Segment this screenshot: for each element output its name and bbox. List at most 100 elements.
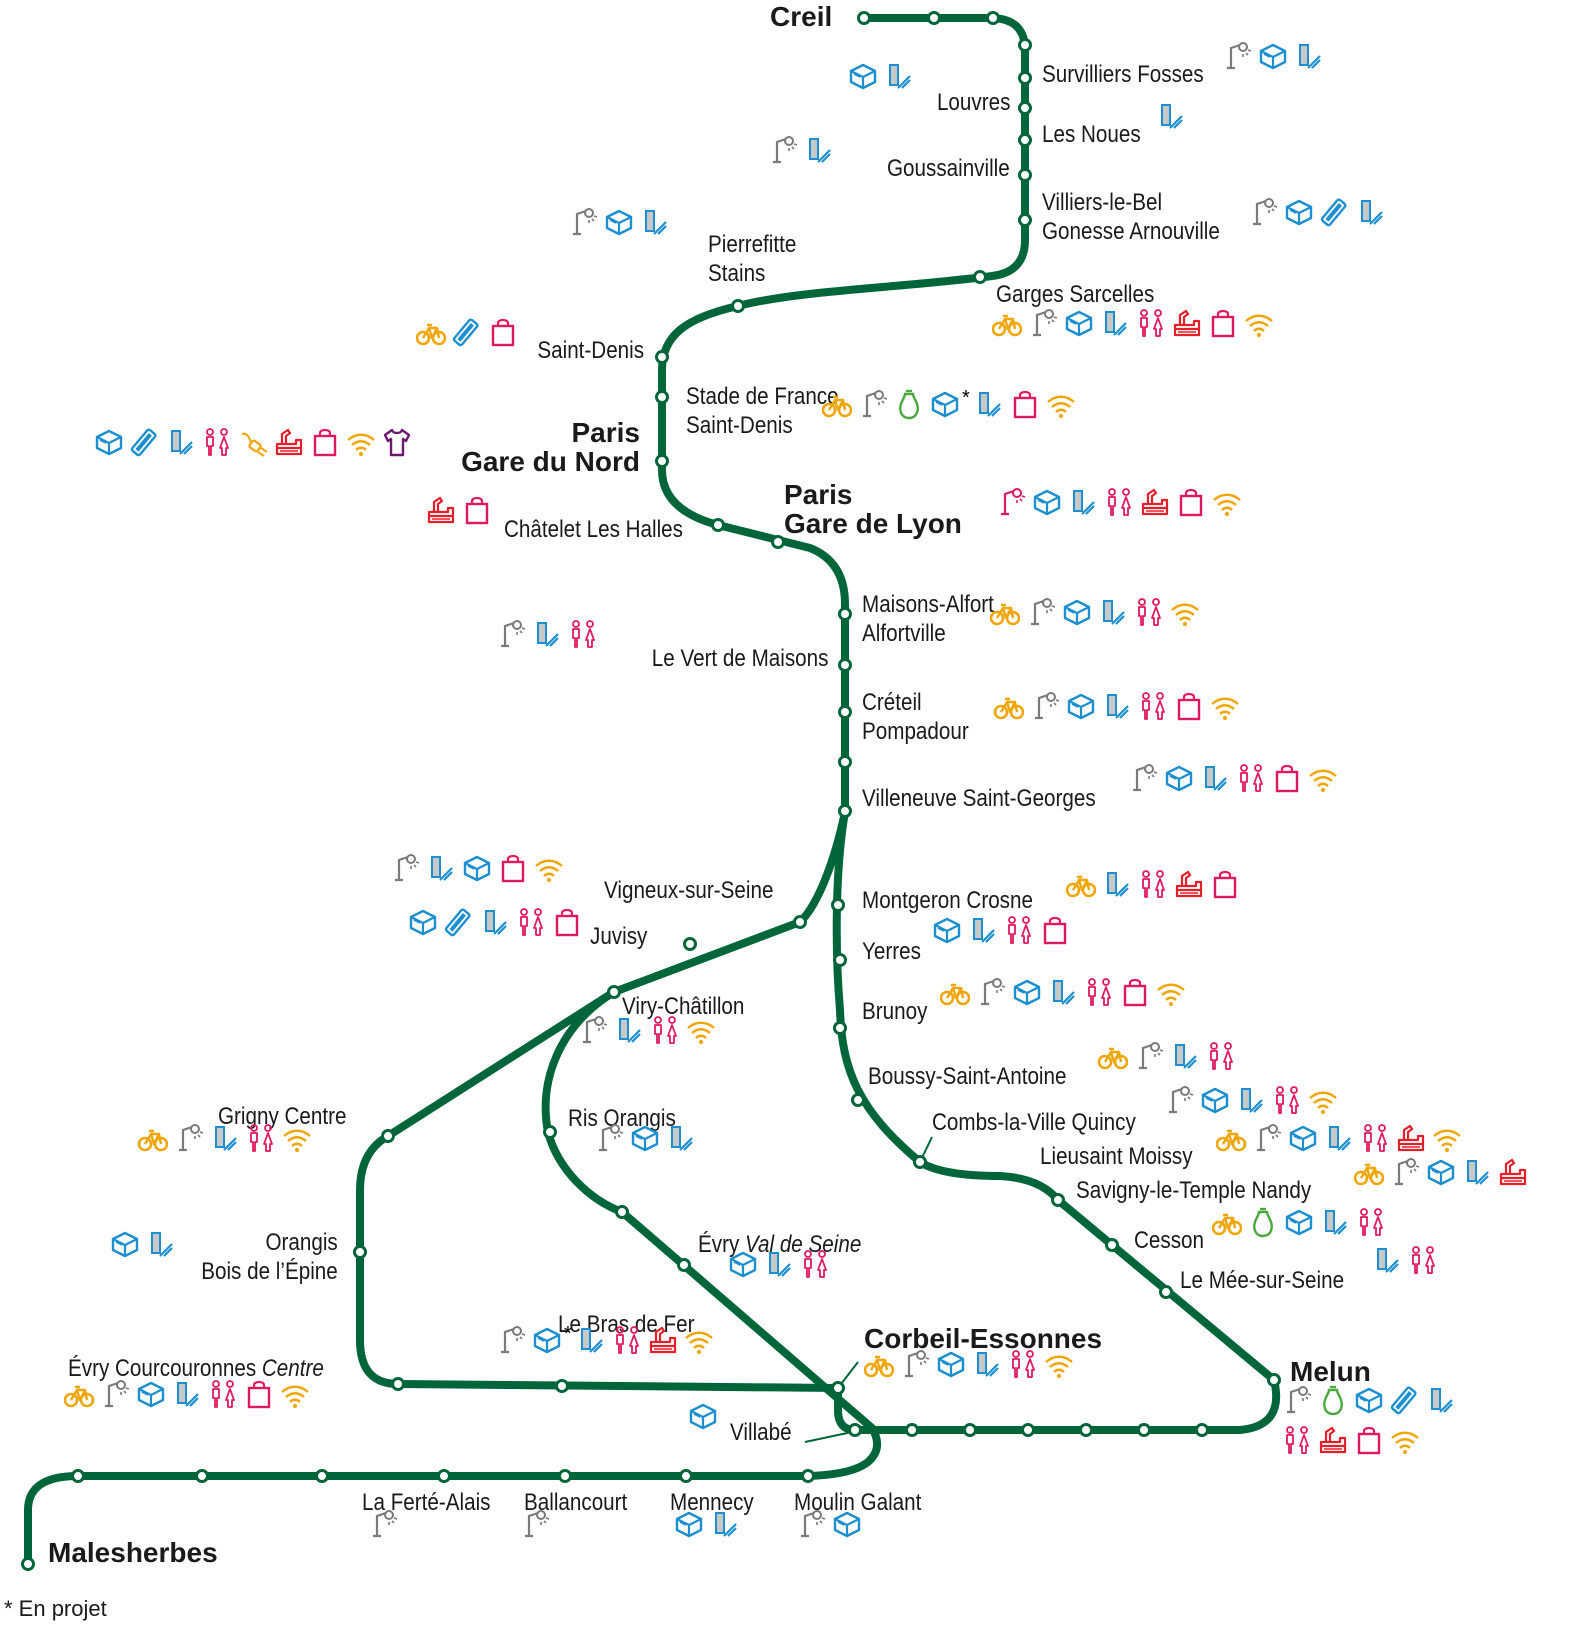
bike-icon: [1216, 1122, 1246, 1154]
station-label-saintdenis[interactable]: Saint-Denis: [537, 336, 644, 365]
station-stop: [848, 1423, 862, 1437]
food-icon: [1174, 868, 1204, 900]
station-label-viry[interactable]: Viry-Châtillon: [622, 992, 744, 1021]
station-label-mennecy[interactable]: Mennecy: [670, 1488, 754, 1517]
station-label-brasdefer[interactable]: Le Bras de Fer: [558, 1310, 695, 1339]
locker-icon: [94, 426, 124, 458]
station-label-brunoy[interactable]: Brunoy: [862, 997, 927, 1026]
station-label-vigneux[interactable]: Vigneux-sur-Seine: [604, 876, 773, 905]
ticket-icon: [614, 1014, 644, 1046]
station-name: Alfortville: [862, 620, 946, 647]
station-label-grigny[interactable]: Grigny Centre: [218, 1102, 346, 1131]
station-stop: [683, 937, 697, 951]
shelter-icon: [496, 618, 526, 650]
station-stop: [905, 1423, 919, 1437]
station-name: Vigneux-sur-Seine: [604, 877, 774, 904]
food-icon: [274, 426, 304, 458]
locker-icon: [630, 1122, 660, 1154]
wifi-icon: [1244, 307, 1274, 339]
shop-icon: [1210, 868, 1240, 900]
shop-icon: [1176, 486, 1206, 518]
station-label-juvisy[interactable]: Juvisy: [590, 922, 647, 951]
station-label-lesnoues[interactable]: Les Noues: [1042, 120, 1141, 149]
station-stop: [543, 1125, 557, 1139]
locker-icon: [1032, 486, 1062, 518]
station-label-montgeron[interactable]: Montgeron Crosne: [862, 886, 1033, 915]
station-label-survilliers[interactable]: Survilliers Fosses: [1042, 60, 1204, 89]
wc-icon: [1282, 1424, 1312, 1456]
shelter-icon: [1026, 596, 1056, 628]
station-label-laferte[interactable]: La Ferté-Alais: [362, 1488, 490, 1517]
shop-icon: [1272, 762, 1302, 794]
station-stop: [771, 535, 785, 549]
wifi-icon: [1044, 1348, 1074, 1380]
station-label-goussainville[interactable]: Goussainville: [887, 154, 1010, 183]
wc-icon: [800, 1248, 830, 1280]
station-name: Creil: [770, 1, 833, 32]
station-label-evry_cc[interactable]: Évry Courcouronnes Centre: [68, 1354, 324, 1383]
station-label-lemee[interactable]: Le Mée-sur-Seine: [1180, 1266, 1344, 1295]
wc-icon: [1236, 762, 1266, 794]
locker-icon: [462, 852, 492, 884]
station-label-creil[interactable]: Creil: [770, 2, 832, 31]
bike-icon: [64, 1378, 94, 1410]
station-label-cesson[interactable]: Cesson: [1134, 1226, 1204, 1255]
station-stop: [793, 915, 807, 929]
shelter-icon: [594, 1122, 624, 1154]
station-name: Montgeron Crosne: [862, 887, 1033, 914]
wc-icon: [1008, 1348, 1038, 1380]
locker-icon: [1066, 690, 1096, 722]
station-label-malesherbes[interactable]: Malesherbes: [48, 1538, 218, 1567]
station-amenities: [864, 1348, 1080, 1380]
station-amenities: [64, 1378, 316, 1410]
locker-icon: [1200, 1084, 1230, 1116]
station-stop: [391, 1377, 405, 1391]
station-stop: [1159, 1285, 1173, 1299]
station-label-lieusaint[interactable]: Lieusaint Moissy: [1040, 1142, 1193, 1171]
station-stop: [833, 953, 847, 967]
station-label-villabe[interactable]: Villabé: [730, 1418, 792, 1447]
ticket-icon: [480, 906, 510, 938]
ticket-icon: [1100, 307, 1130, 339]
ticket-icon: [884, 60, 914, 92]
food-icon: [1140, 486, 1170, 518]
station-label-garges[interactable]: Garges Sarcelles: [996, 280, 1154, 309]
station-label-louvres[interactable]: Louvres: [937, 88, 1010, 117]
track-grigny-branch: [356, 988, 842, 1392]
station-label-melun[interactable]: Melun: [1290, 1357, 1371, 1386]
wifi-icon: [1308, 762, 1338, 794]
lamp-pink-icon: [996, 486, 1026, 518]
station-label-vert[interactable]: Le Vert de Maisons: [651, 644, 828, 673]
station-stop: [655, 390, 669, 404]
station-stop: [986, 11, 1000, 25]
station-label-savigny[interactable]: Savigny-le-Temple Nandy: [1076, 1176, 1311, 1205]
wifi-icon: [1390, 1424, 1420, 1456]
station-stop: [857, 11, 871, 25]
wifi-icon: [686, 1014, 716, 1046]
station-label-ris[interactable]: Ris Orangis: [568, 1104, 676, 1133]
station-label-evry_vs[interactable]: Évry Val de Seine: [698, 1230, 861, 1259]
station-label-villeneuve[interactable]: Villeneuve Saint-Georges: [862, 784, 1096, 813]
ticket-icon: [666, 1122, 696, 1154]
station-label-corbeil[interactable]: Corbeil-Essonnes: [864, 1324, 1102, 1353]
station-label-yerres[interactable]: Yerres: [862, 937, 921, 966]
station-amenities: [1164, 1084, 1344, 1116]
station-label-combs[interactable]: Combs-la-Ville Quincy: [932, 1108, 1136, 1137]
station-amenities: *: [496, 1324, 720, 1356]
wc-icon: [1004, 914, 1034, 946]
pass-icon: [1320, 196, 1350, 228]
ticket-icon: [1170, 1040, 1200, 1072]
shop-icon: [1354, 1424, 1384, 1456]
station-label-boussy[interactable]: Boussy-Saint-Antoine: [868, 1062, 1066, 1091]
station-label-chatelet[interactable]: Châtelet Les Halles: [504, 515, 683, 544]
locker-icon: [136, 1378, 166, 1410]
shelter-icon: [100, 1378, 130, 1410]
